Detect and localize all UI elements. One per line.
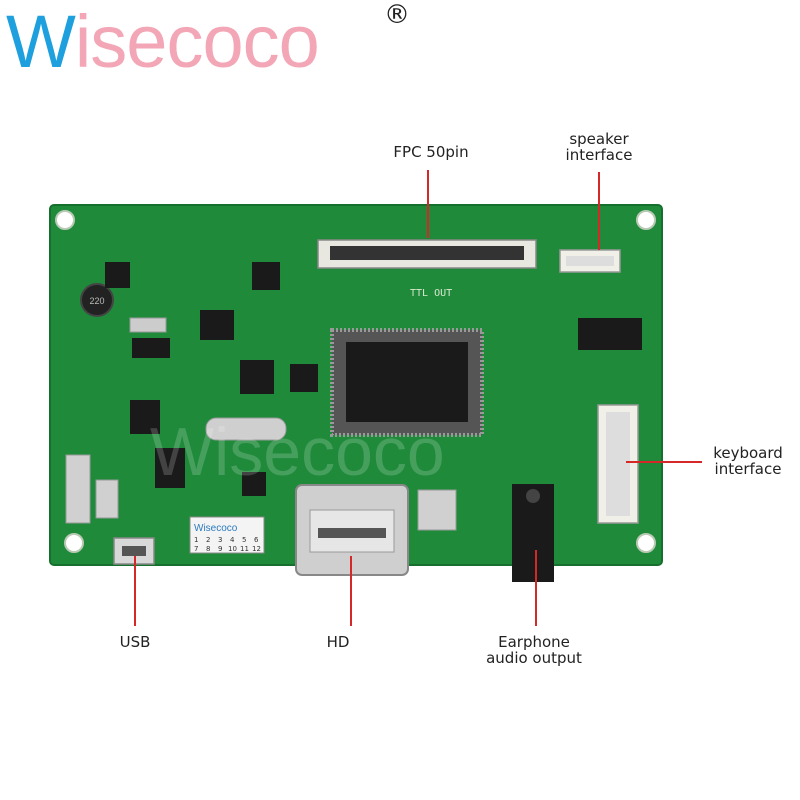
mini-logo-grid — [189, 516, 265, 554]
callout-line-keyboard — [626, 461, 702, 463]
callout-line-speaker — [598, 172, 600, 250]
label-fpc: FPC 50pin — [393, 143, 469, 161]
mounting-hole — [55, 210, 75, 230]
grid-number: 11 — [240, 545, 249, 553]
callout-line-fpc — [427, 170, 429, 238]
grid-number: 2 — [206, 536, 210, 544]
brand-logo: Wisecoco — [6, 0, 320, 84]
label-usb: USB — [119, 633, 151, 651]
callout-line-hd — [350, 556, 352, 626]
label-keyboard: keyboard interface — [713, 444, 783, 478]
grid-number: 9 — [218, 545, 222, 553]
grid-number: 6 — [254, 536, 259, 544]
grid-number: 1 — [194, 536, 198, 544]
registered-mark: ® — [384, 0, 410, 30]
label-speaker: speaker interface — [565, 130, 633, 164]
grid-number: 8 — [206, 545, 210, 553]
callout-line-earphone — [535, 550, 537, 626]
grid-number: 3 — [218, 536, 222, 544]
inductor — [80, 283, 114, 317]
grid-number: 5 — [242, 536, 246, 544]
silk-ttl-out: TTL OUT — [410, 288, 452, 299]
label-earphone: Earphone audio output — [486, 633, 582, 667]
grid-number: 12 — [252, 545, 261, 553]
logo-letter-w: W — [6, 0, 76, 83]
mini-logo: Wisecoco — [194, 523, 238, 534]
grid-number: 7 — [194, 545, 198, 553]
inductor-marking: 220 — [89, 296, 104, 306]
watermark: Wisecoco — [150, 414, 445, 490]
grid-number: 10 — [228, 545, 237, 553]
label-hd: HD — [326, 633, 350, 651]
logo-text-rest: isecoco — [74, 0, 320, 83]
mounting-hole — [64, 533, 84, 553]
mounting-hole — [636, 533, 656, 553]
right-ic — [578, 318, 642, 350]
grid-number: 4 — [230, 536, 235, 544]
mounting-hole — [636, 210, 656, 230]
callout-line-usb — [134, 556, 136, 626]
